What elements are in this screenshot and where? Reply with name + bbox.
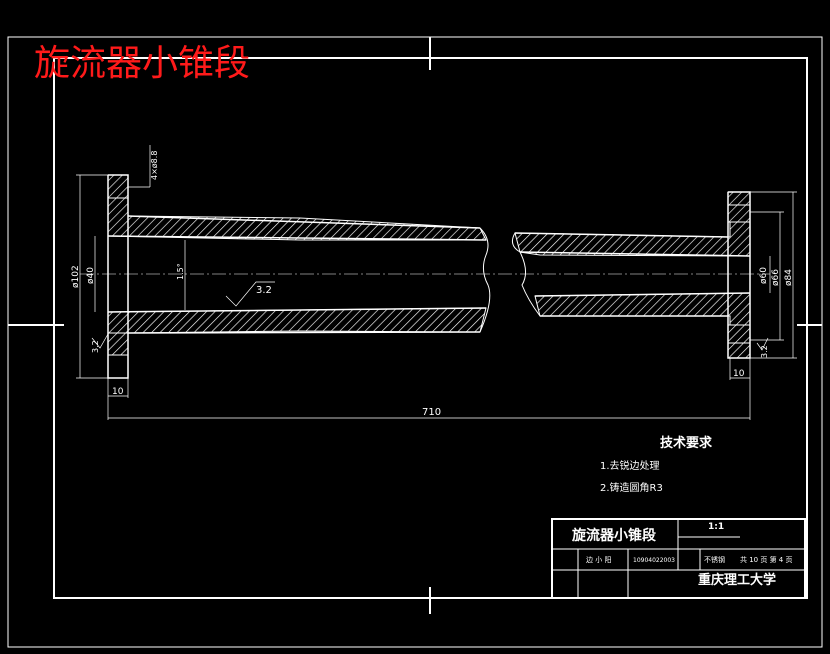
dim-d102: ø102: [71, 265, 81, 288]
title-block-material: 不锈钢: [704, 555, 725, 564]
title-block-designer: 边 小 阳: [586, 555, 611, 564]
dimension-lines: [76, 145, 797, 420]
right-section: [511, 191, 751, 359]
dim-d60: ø60: [759, 267, 769, 284]
dim-roughness-inner: 3.2: [256, 285, 272, 296]
dim-holes: 4×ø8.8: [150, 151, 159, 180]
dim-flange-left: 10: [112, 387, 124, 397]
title-block-school: 重庆理工大学: [698, 572, 776, 588]
title-block-student-no: 10904022003: [633, 557, 675, 564]
dim-roughness-right: 3.2: [760, 345, 769, 358]
dim-length: 710: [422, 407, 441, 418]
dim-d66: ø66: [771, 269, 781, 286]
overlay-title: 旋流器小锥段: [34, 43, 250, 84]
title-block: [551, 518, 806, 599]
title-block-sheets: 共 10 页 第 4 页: [740, 555, 793, 564]
centering-marks: [8, 37, 822, 614]
tech-item-2: 2.铸造圆角R3: [600, 481, 663, 494]
dim-flange-right: 10: [733, 369, 745, 379]
title-block-name: 旋流器小锥段: [571, 527, 656, 544]
tech-heading: 技术要求: [660, 435, 713, 451]
title-block-scale: 1:1: [708, 522, 724, 532]
dim-d84: ø84: [784, 269, 794, 286]
left-section: [107, 174, 491, 379]
dim-roughness-left: 3.2: [91, 340, 100, 353]
outer-frame: [7, 36, 823, 648]
dim-angle: 1.5°: [176, 263, 185, 280]
dim-d40: ø40: [86, 267, 96, 284]
tech-item-1: 1.去锐边处理: [600, 459, 660, 472]
